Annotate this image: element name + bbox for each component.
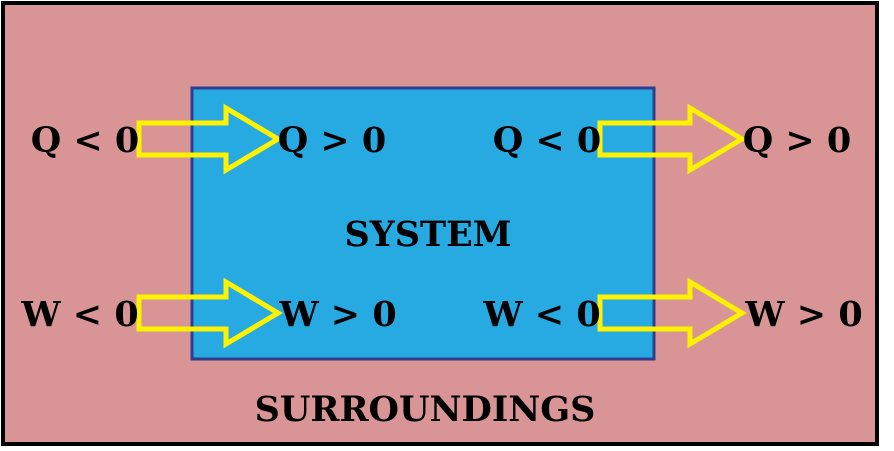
heat-in-system-label: Q > 0 xyxy=(278,120,387,161)
work-out-surroundings-label: W > 0 xyxy=(744,294,862,335)
heat-out-system-label: Q < 0 xyxy=(493,120,602,161)
work-out-arrow xyxy=(597,277,747,349)
system-label: SYSTEM xyxy=(344,214,511,255)
heat-out-arrow xyxy=(597,103,747,175)
work-in-surroundings-label: W < 0 xyxy=(20,294,138,335)
work-in-arrow xyxy=(136,277,283,349)
heat-out-surroundings-label: Q > 0 xyxy=(743,120,852,161)
work-out-system-label: W < 0 xyxy=(482,294,600,335)
heat-in-surroundings-label: Q < 0 xyxy=(31,120,140,161)
surroundings-label: SURROUNDINGS xyxy=(255,389,596,430)
heat-in-arrow xyxy=(136,103,283,175)
work-in-system-label: W > 0 xyxy=(278,294,396,335)
